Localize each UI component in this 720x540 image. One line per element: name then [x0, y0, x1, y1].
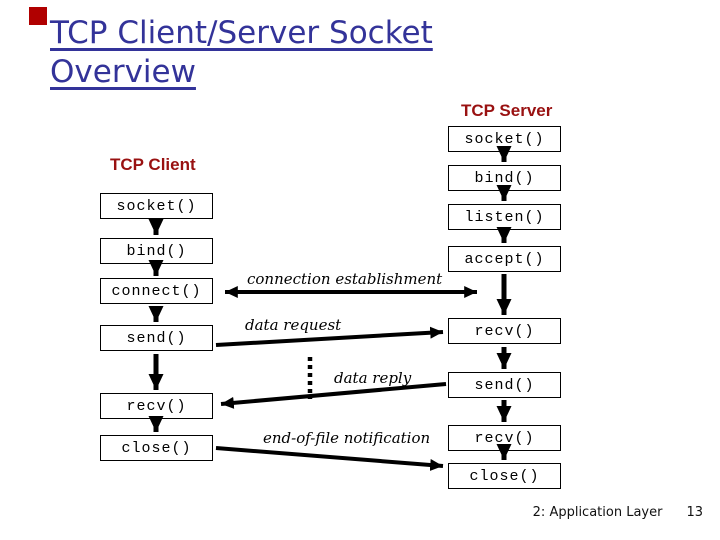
arrow-data-reply [220, 382, 447, 409]
arrow-eof-notification [215, 446, 444, 471]
server-step-box-send: send() [448, 372, 561, 398]
server-step-box-listen: listen() [448, 204, 561, 230]
client-step-box-socket: socket() [100, 193, 213, 219]
slide-title: TCP Client/Server Socket Overview [50, 15, 433, 90]
data-request-label: data request [245, 316, 342, 334]
server-step-box-recv2: recv() [448, 425, 561, 451]
client-column-heading: TCP Client [110, 155, 196, 174]
slide-bullet-decoration [29, 7, 47, 25]
server-step-box-socket: socket() [448, 126, 561, 152]
server-step-box-close: close() [448, 463, 561, 489]
client-step-box-close: close() [100, 435, 213, 461]
server-column-heading: TCP Server [461, 101, 553, 120]
footer-page-number: 13 [686, 505, 703, 520]
client-step-box-bind: bind() [100, 238, 213, 264]
data-reply-label: data reply [334, 369, 412, 387]
server-step-box-recv1: recv() [448, 318, 561, 344]
server-step-box-bind: bind() [448, 165, 561, 191]
server-step-box-accept: accept() [448, 246, 561, 272]
client-step-box-send: send() [100, 325, 213, 351]
connection-establishment-label: connection establishment [247, 270, 443, 288]
footer-section-label: 2: Application Layer [532, 505, 663, 520]
client-step-box-recv: recv() [100, 393, 213, 419]
slide-footer: 2: Application Layer 13 [533, 505, 703, 520]
end-of-file-label: end-of-file notification [263, 429, 431, 447]
client-step-box-connect: connect() [100, 278, 213, 304]
